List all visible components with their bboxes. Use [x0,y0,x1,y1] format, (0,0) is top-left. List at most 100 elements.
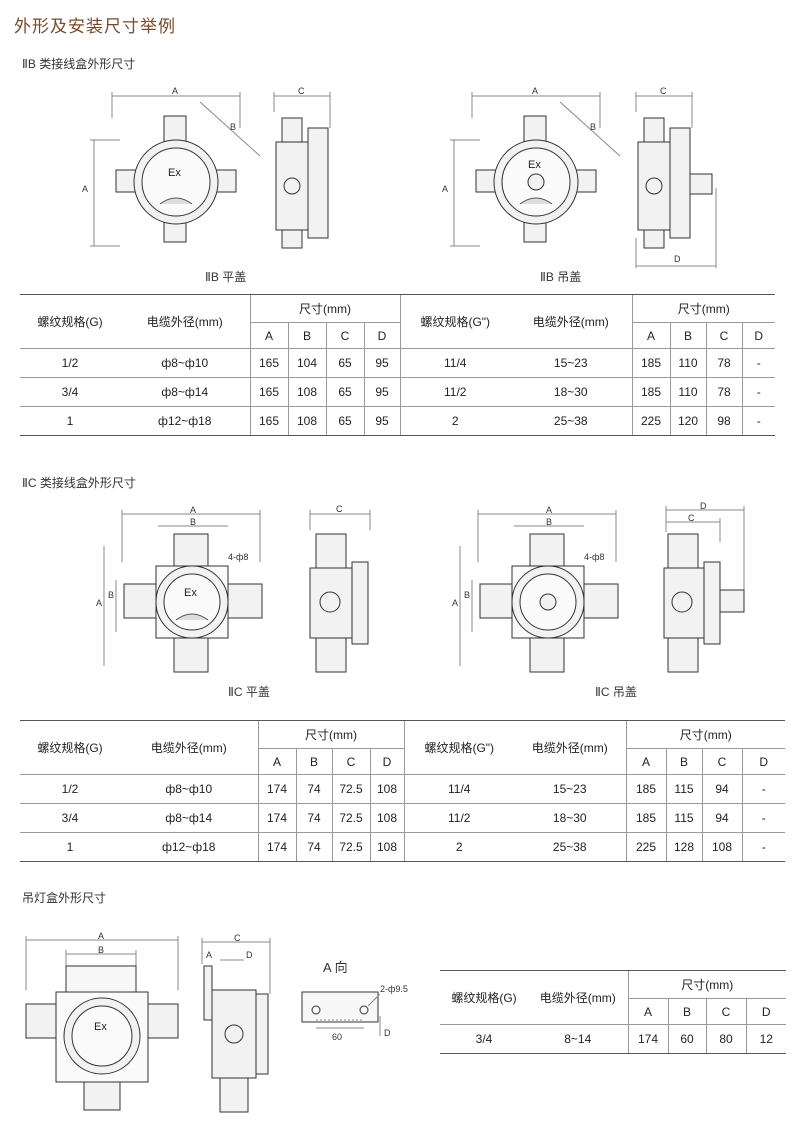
cell: 78 [705,377,742,407]
col-header-c2: C [701,748,742,775]
cell: 74 [295,774,332,804]
cell: ф8~ф14 [120,377,250,407]
col-header-thread: 螺纹规格(G) [20,720,120,775]
col-header-a: A [257,748,296,775]
dim-label-a-small: A [206,950,212,960]
col-header-c: C [705,998,746,1025]
table-row: 1/2 ф8~ф10 174 74 72.5 108 11/4 15~23 18… [20,774,785,804]
cell: 94 [701,774,742,804]
dim-label-a: A [172,86,178,96]
dim-label-b: B [98,945,104,955]
col-header-cable: 电缆外径(mm) [528,970,628,1025]
cell: 174 [257,774,296,804]
cell: 94 [701,803,742,833]
col-header-a2: A [625,748,666,775]
cell: 174 [257,803,296,833]
cell: 2 [399,406,510,436]
cell: 115 [665,803,702,833]
ex-mark: Ex [184,587,197,599]
cell: 72.5 [331,832,370,862]
cell: 65 [325,377,364,407]
iic-flat-front-drawing: A B A B 4-ф8 Ex [96,505,266,676]
iic-spec-table: 螺纹规格(G) 电缆外径(mm) 尺寸(mm) 螺纹规格(G") 电缆外径(mm… [20,720,785,862]
ex-mark: Ex [528,159,541,171]
cell: 15~23 [510,348,632,378]
dim-label-d: D [674,254,681,264]
cell: 11/2 [403,803,514,833]
lamp-front-drawing: A B Ex [22,931,182,1120]
cell: 65 [325,348,364,378]
col-header-d: D [369,748,404,775]
cell: 18~30 [510,377,632,407]
cell: 3/4 [20,803,120,833]
cell: ф8~ф14 [120,803,258,833]
a-view-drawing: 60 2-ф9.5 D [296,984,408,1042]
cell: 65 [325,406,364,436]
dim-label-c: C [234,933,241,943]
cell: 108 [287,377,326,407]
col-header-cable2: 电缆外径(mm) [510,294,632,349]
dim-label-c: C [298,86,305,96]
dim-label-d: D [700,501,707,511]
col-header-b: B [287,322,326,349]
dim-label-a-vert: A [96,598,102,608]
section-title-iic: ⅡC 类接线盒外形尺寸 [22,476,136,490]
cell: 185 [625,803,666,833]
dim-label-a: A [546,505,552,515]
cell: 95 [363,348,400,378]
cell: 18~30 [514,803,626,833]
dim-label-c: C [688,513,695,523]
dim-label-c: C [336,504,343,514]
dim-label-a-vert: A [442,184,448,194]
col-header-d2: D [741,748,785,775]
lamp-side-drawing: C A D [196,933,276,1120]
cell: ф8~ф10 [120,348,250,378]
dim-label-a: A [190,505,196,515]
dim-label-c: C [660,86,667,96]
col-header-size: 尺寸(mm) [627,970,786,999]
cell: 108 [369,774,404,804]
col-header-cable2: 电缆外径(mm) [514,720,626,775]
cell: 80 [705,1024,746,1054]
cell: 98 [705,406,742,436]
col-header-cable: 电缆外径(mm) [120,720,258,775]
col-header-a: A [627,998,668,1025]
iib-flat-side-drawing: C [268,86,334,256]
cell: 110 [669,377,706,407]
iib-flat-caption: ⅡB 平盖 [205,270,247,284]
table-row: 3/4 8~14 174 60 80 12 [440,1024,786,1054]
iic-hang-side-drawing: D C [660,501,750,676]
cell: 128 [665,832,702,862]
cell: ф12~ф18 [120,832,258,862]
table-row: 3/4 ф8~ф14 165 108 65 95 11/2 18~30 185 … [20,377,775,407]
cell: - [741,774,785,804]
col-header-b: B [667,998,706,1025]
cell: 1 [20,406,120,436]
cell: 108 [369,803,404,833]
cell: 1/2 [20,774,120,804]
col-header-cable: 电缆外径(mm) [120,294,250,349]
dim-label-a: A [532,86,538,96]
cell: 11/4 [403,774,514,804]
dim-label-a-vert: A [452,598,458,608]
iic-hang-front-drawing: A B A B 4-ф8 [452,505,622,676]
cell: 11/2 [399,377,510,407]
col-header-size: 尺寸(mm) [249,294,400,323]
col-header-d: D [363,322,400,349]
ex-mark: Ex [168,167,181,179]
col-header-c: C [325,322,364,349]
col-header-d2: D [741,322,775,349]
a-view-caption: A 向 [323,960,348,975]
col-header-a2: A [631,322,670,349]
dim-label-b: B [230,122,236,132]
holes-label: 4-ф8 [228,552,248,562]
col-header-size: 尺寸(mm) [257,720,404,749]
col-header-thread2: 螺纹规格(G") [399,294,510,349]
col-header-thread: 螺纹规格(G) [20,294,120,349]
dim-label-d: D [384,1028,391,1038]
col-header-thread2: 螺纹规格(G") [403,720,514,775]
cell: 225 [631,406,670,436]
cell: 60 [667,1024,706,1054]
col-header-c2: C [705,322,742,349]
cell: 108 [287,406,326,436]
